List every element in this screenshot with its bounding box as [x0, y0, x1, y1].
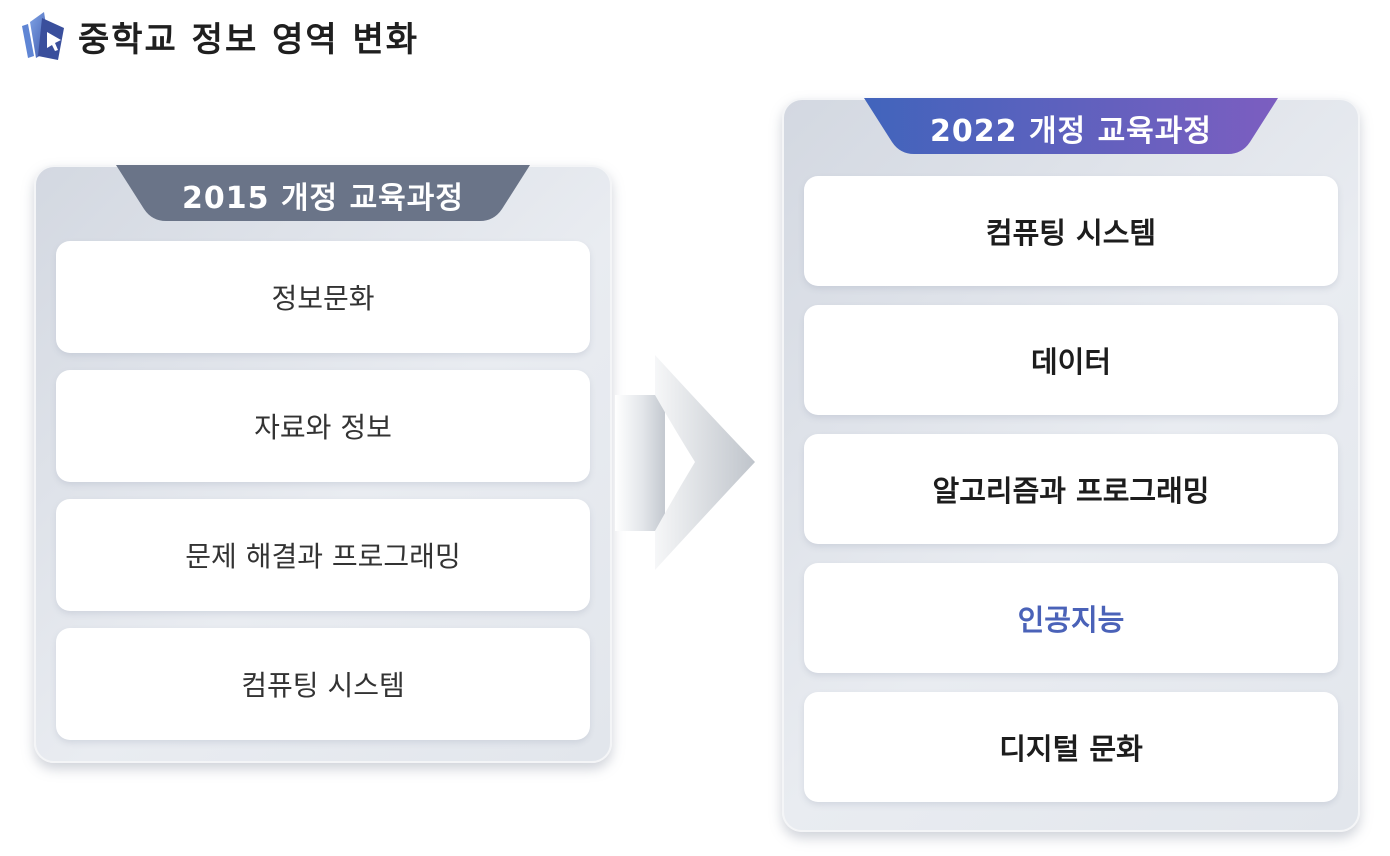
panel-title-2015: 2015 개정 교육과정 [182, 181, 464, 216]
topic-card: 자료와 정보 [56, 370, 590, 482]
topic-card-highlighted: 인공지능 [804, 563, 1338, 673]
panel-title-2022: 2022 개정 교육과정 [930, 114, 1212, 149]
topic-card: 컴퓨팅 시스템 [804, 176, 1338, 286]
panel-tab-shape [116, 165, 530, 221]
topic-card: 정보문화 [56, 241, 590, 353]
topic-card: 컴퓨팅 시스템 [56, 628, 590, 740]
transition-arrow-icon [615, 355, 755, 570]
topic-list-2015: 정보문화 자료와 정보 문제 해결과 프로그래밍 컴퓨팅 시스템 [56, 241, 590, 757]
topic-card: 디지털 문화 [804, 692, 1338, 802]
curriculum-2022-panel: 2022 개정 교육과정 컴퓨팅 시스템 데이터 알고리즘과 프로그래밍 인공지… [782, 98, 1360, 832]
topic-card: 알고리즘과 프로그래밍 [804, 434, 1338, 544]
topic-card: 문제 해결과 프로그래밍 [56, 499, 590, 611]
page-title: 중학교 정보 영역 변화 [78, 19, 420, 60]
topic-list-2022: 컴퓨팅 시스템 데이터 알고리즘과 프로그래밍 인공지능 디지털 문화 [804, 176, 1338, 821]
panel-tab-shape [864, 98, 1278, 154]
curriculum-2015-panel: 2015 개정 교육과정 정보문화 자료와 정보 문제 해결과 프로그래밍 컴퓨… [34, 165, 612, 763]
page-header: 중학교 정보 영역 변화 [20, 6, 419, 66]
book-cursor-logo-icon [22, 12, 64, 60]
topic-card: 데이터 [804, 305, 1338, 415]
